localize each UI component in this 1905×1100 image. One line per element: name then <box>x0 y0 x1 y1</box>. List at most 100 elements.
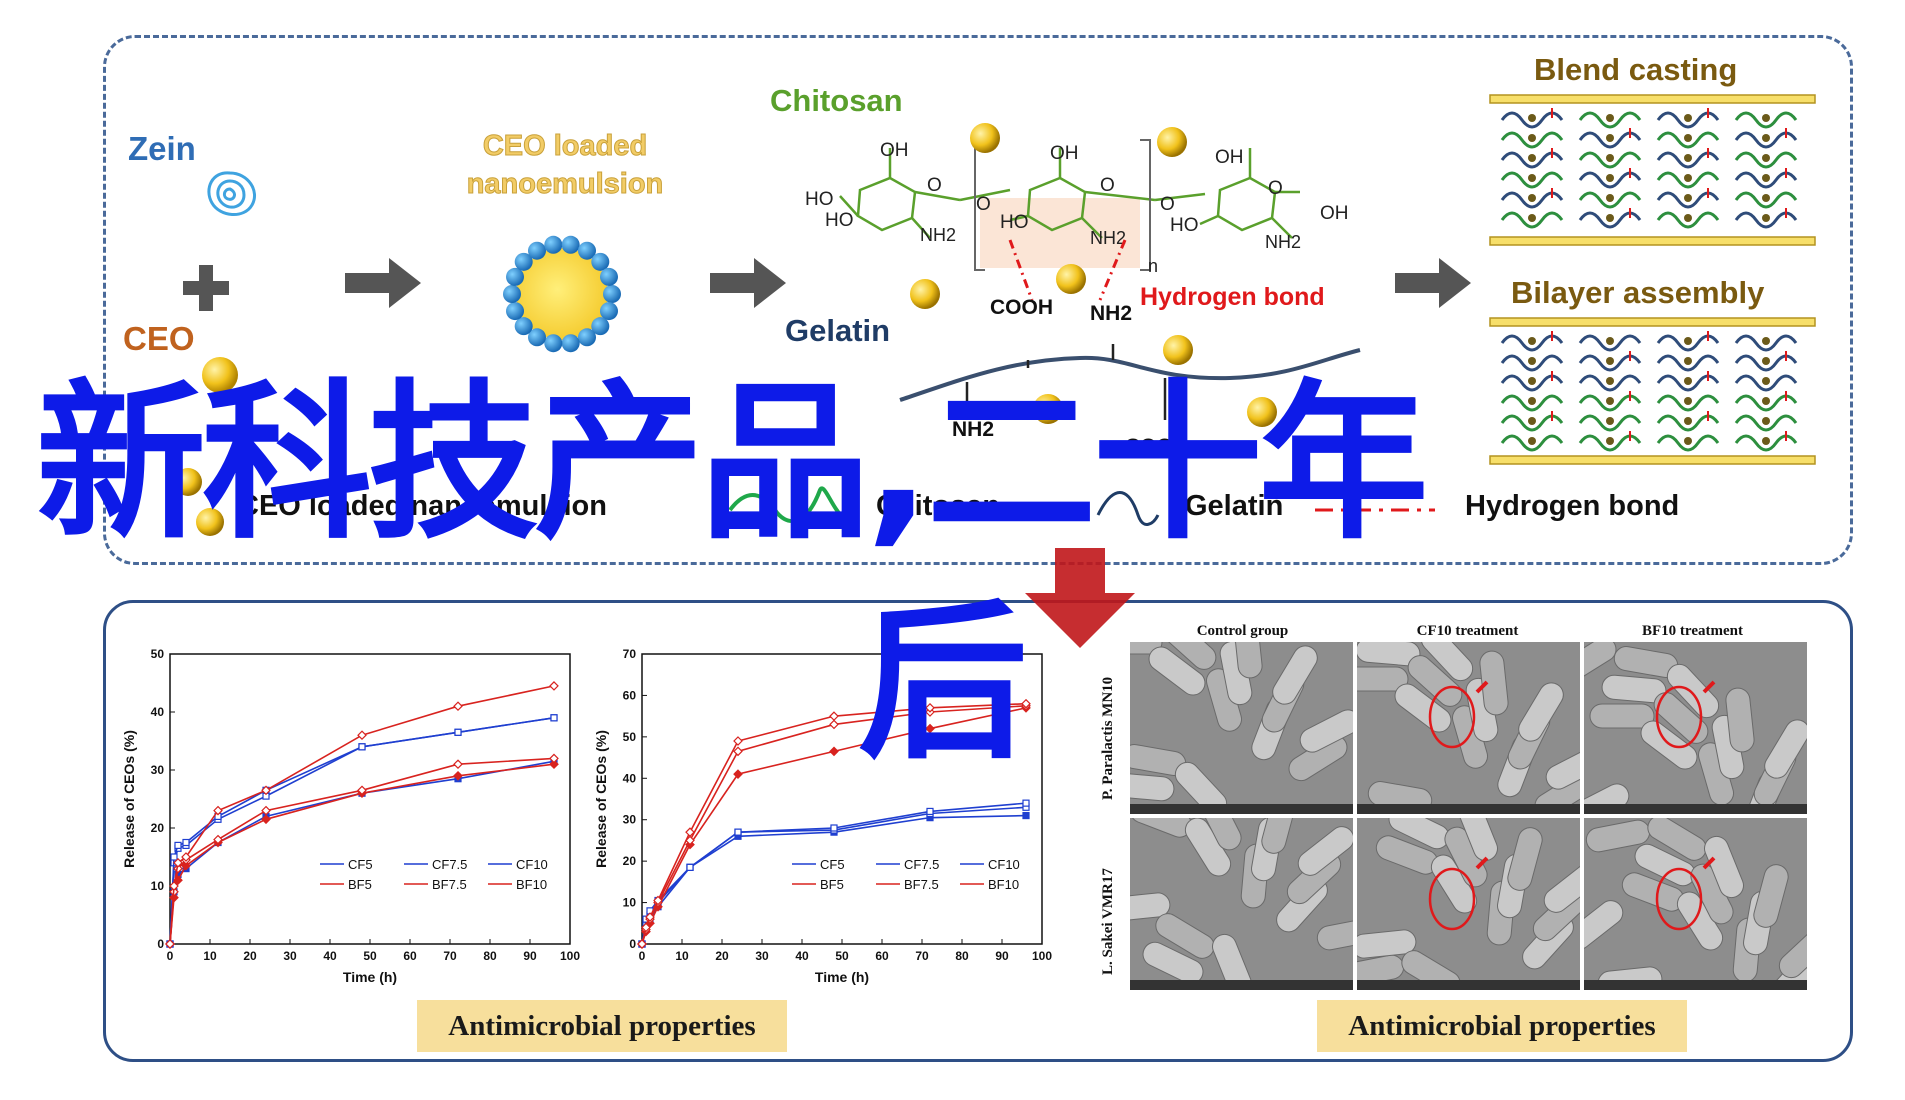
polymer-chain <box>1734 151 1798 169</box>
bacterium <box>1272 645 1318 705</box>
data-point <box>357 730 367 741</box>
sem-column-bf10: BF10 treatment <box>1642 623 1743 639</box>
chem-o-3: O <box>1100 175 1115 196</box>
preparation-scheme-panel <box>103 35 1853 565</box>
droplet-dot <box>1762 154 1770 162</box>
x-tick-label: 50 <box>835 949 849 963</box>
sem-texture <box>1130 642 1353 814</box>
x-tick-label: 90 <box>523 949 537 963</box>
droplet-dot <box>1606 214 1614 222</box>
data-point <box>733 736 743 746</box>
gelatin-chain <box>899 344 1361 420</box>
x-tick-label: 50 <box>363 949 377 963</box>
hydrogen-bond-label: Hydrogen bond <box>1140 283 1325 311</box>
bacterium <box>1584 900 1624 950</box>
bacterium <box>1148 646 1206 696</box>
bacterium <box>1725 687 1755 753</box>
data-point <box>733 746 743 757</box>
droplet-dot <box>1528 357 1536 365</box>
ceo-droplets-scattered <box>174 123 1277 536</box>
legend-label: BF7.5 <box>904 877 939 892</box>
droplet-dot <box>1606 154 1614 162</box>
bacterium <box>1130 892 1171 922</box>
droplet-dot <box>1684 377 1692 385</box>
x-tick-label: 60 <box>403 949 417 963</box>
bacterium <box>1653 692 1709 744</box>
sem-texture <box>1584 818 1807 990</box>
emulsifier-bead <box>591 252 610 271</box>
overlay-headline-line1: 新科技产品,二十年 <box>36 365 1429 563</box>
emulsifier-bead <box>528 241 546 260</box>
data-point <box>734 828 742 836</box>
droplet-dot <box>1762 337 1770 345</box>
droplet-dot <box>1606 134 1614 142</box>
chem-oh-4: OH <box>1320 203 1349 224</box>
bacterium <box>1458 818 1498 862</box>
droplet-dot <box>1606 114 1614 122</box>
x-axis-label: Time (h) <box>343 969 397 985</box>
data-point <box>169 881 179 891</box>
bacterium <box>1299 709 1353 753</box>
droplet-dot <box>1606 437 1614 445</box>
sem-row-l-sakei: L. Sakei VMR17 <box>1100 868 1116 975</box>
polymer-chain <box>1500 354 1564 372</box>
ceo-nanoemulsion-title-line2: nanoemulsion <box>466 168 664 201</box>
y-tick-label: 0 <box>157 937 164 951</box>
bacterium <box>1518 682 1564 742</box>
droplet-dot <box>1606 377 1614 385</box>
droplet-dot <box>1762 214 1770 222</box>
bacterium <box>1198 818 1242 851</box>
droplet-dot <box>1762 114 1770 122</box>
emulsifier-bead <box>603 285 621 303</box>
legend-label: BF10 <box>988 877 1019 892</box>
chem-n: n <box>1148 256 1159 276</box>
data-point <box>174 841 182 849</box>
data-point <box>173 857 183 868</box>
bacterium <box>1666 663 1720 719</box>
legend-label: BF5 <box>348 877 372 892</box>
y-tick-label: 70 <box>623 647 637 661</box>
chitosan-structure <box>839 139 1300 271</box>
bacterium <box>1778 925 1807 979</box>
legend-label: BF5 <box>820 877 844 892</box>
cooh-label-2: COOH <box>1125 435 1188 458</box>
data-point <box>1022 811 1030 820</box>
data-point <box>829 746 839 757</box>
overlay-headline-line2: 后 <box>858 585 1028 783</box>
droplet-dot <box>1528 174 1536 182</box>
chem-ho-1: HO <box>805 189 834 210</box>
bacterium <box>1297 826 1353 876</box>
droplet-dot <box>1762 174 1770 182</box>
damage-highlight <box>1655 867 1703 931</box>
droplet-dot <box>1684 417 1692 425</box>
y-tick-label: 40 <box>151 705 165 719</box>
polymer-chain <box>1578 374 1642 392</box>
emulsifier-bead <box>506 302 525 321</box>
legend-label: BF7.5 <box>432 877 467 892</box>
process-arrow-2 <box>710 258 786 308</box>
data-point <box>549 759 559 770</box>
data-point <box>261 814 271 825</box>
data-point <box>926 807 934 816</box>
droplet-dot <box>1762 357 1770 365</box>
nh2-label-gelatin: NH2 <box>952 418 995 441</box>
data-point <box>829 719 839 730</box>
x-tick-label: 0 <box>639 949 646 963</box>
x-tick-label: 0 <box>167 949 174 963</box>
y-tick-label: 50 <box>623 730 637 744</box>
polymer-chain <box>1500 394 1564 412</box>
x-tick-label: 90 <box>995 949 1009 963</box>
bacterium <box>1584 642 1617 684</box>
data-point <box>686 863 694 871</box>
pointer-arrow <box>1702 856 1716 870</box>
bacterium <box>1407 655 1463 707</box>
droplet-dot <box>1528 377 1536 385</box>
data-point <box>1021 698 1031 709</box>
x-tick-label: 70 <box>915 949 929 963</box>
ceo-nanoemulsion-title-line1: CEO loaded <box>482 130 648 163</box>
data-point <box>453 759 463 770</box>
damage-highlight <box>1428 685 1476 749</box>
polymer-chain <box>1734 111 1798 129</box>
plot-frame <box>169 653 571 945</box>
polymer-chain <box>1656 434 1720 452</box>
